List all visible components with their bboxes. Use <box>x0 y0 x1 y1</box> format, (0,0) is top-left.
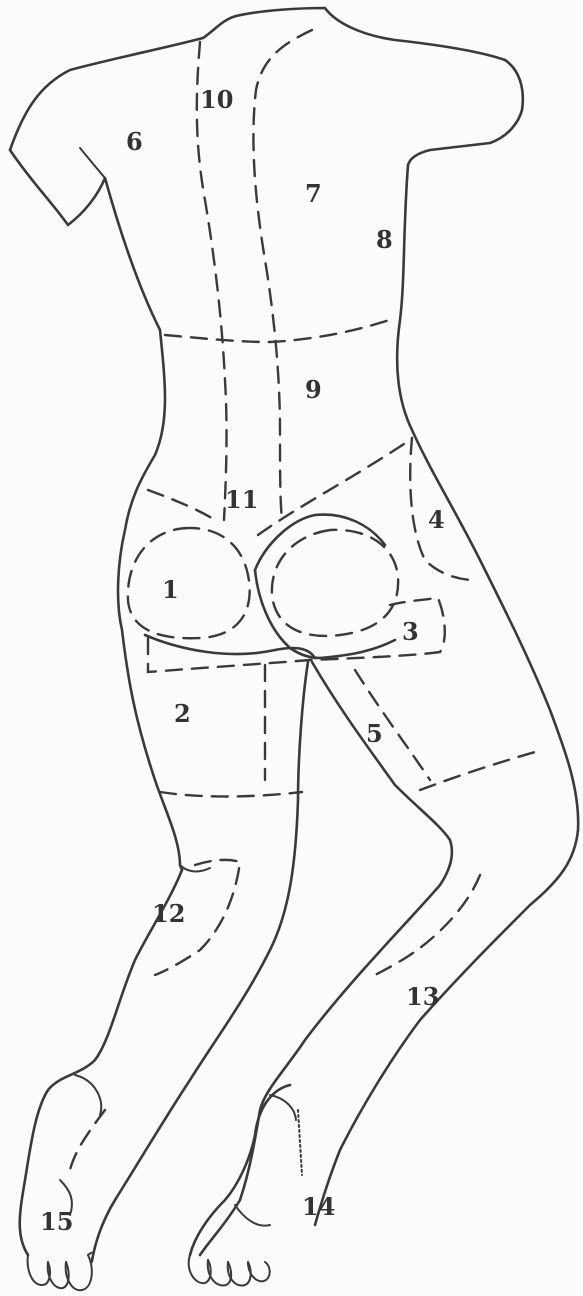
zone-label-8: 8 <box>376 225 393 254</box>
gluteal-fold-zone <box>148 598 445 672</box>
right-buttock-zone <box>272 530 398 636</box>
zone-label-9: 9 <box>305 375 322 404</box>
hip-crest-boundary <box>148 490 218 522</box>
right-leg-inner-line <box>200 662 452 1255</box>
body-outline <box>10 8 578 1290</box>
zone-label-1: 1 <box>162 575 179 604</box>
left-heel-line <box>75 1075 101 1115</box>
zone-label-10: 10 <box>200 85 233 114</box>
right-heel-line <box>270 1095 296 1120</box>
right-toes <box>189 1255 270 1286</box>
zone-label-11: 11 <box>225 485 258 514</box>
right-ankle-mark <box>298 1110 302 1175</box>
right-calf-boundary <box>370 875 480 978</box>
left-leg-inner-line <box>92 662 308 1260</box>
zone-boundaries <box>70 30 535 1175</box>
neck-shoulder-line <box>10 8 523 165</box>
right-torso-line <box>315 165 578 1225</box>
zone-label-13: 13 <box>406 982 439 1011</box>
zone-label-3: 3 <box>402 617 419 646</box>
spine-right-boundary <box>253 30 312 520</box>
zone-label-15: 15 <box>40 1207 73 1236</box>
left-arm-inner-line <box>80 148 105 178</box>
left-arm-torso-line <box>10 150 182 870</box>
zone-label-6: 6 <box>126 127 143 156</box>
zone-labels: 1 2 3 4 5 6 7 8 9 10 11 12 13 14 15 <box>40 85 445 1236</box>
waist-boundary <box>165 318 395 342</box>
right-buttock-curve <box>255 515 385 570</box>
zone-label-2: 2 <box>174 699 191 728</box>
zone-label-12: 12 <box>152 899 185 928</box>
left-buttock-zone <box>128 528 250 638</box>
right-thigh-lower-boundary <box>420 752 535 790</box>
right-foot-line <box>190 1085 290 1255</box>
gluteal-cleft-line <box>255 570 320 658</box>
right-buttock-lower <box>320 640 395 658</box>
right-sole-line <box>235 1205 270 1226</box>
zone-label-14: 14 <box>302 1192 335 1221</box>
left-toes <box>28 1253 94 1290</box>
zone-label-7: 7 <box>305 179 322 208</box>
left-ankle-boundary <box>70 1110 105 1170</box>
left-thigh-lower-boundary <box>160 792 302 797</box>
zone-label-5: 5 <box>366 719 383 748</box>
zone-label-4: 4 <box>428 505 445 534</box>
